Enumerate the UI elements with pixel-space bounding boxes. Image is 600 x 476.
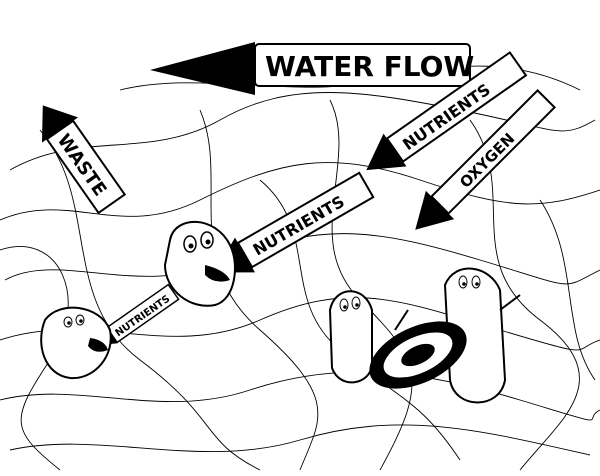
oxygen-label: OXYGEN (456, 130, 518, 192)
nutrients-top-label: NUTRIENTS (399, 80, 494, 154)
water-flow-label: WATER FLOW (265, 50, 474, 83)
bacterium-diner-1 (328, 290, 373, 384)
oxygen-arrow: OXYGEN (415, 89, 556, 230)
waste-arrow: WASTE (41, 105, 127, 215)
bacterium-diner-2 (443, 267, 507, 404)
fork-icon (394, 294, 521, 331)
food-plate (369, 321, 467, 389)
water-flow-arrow: WATER FLOW (150, 42, 474, 95)
nutrients-middle-label: NUTRIENTS (250, 192, 348, 260)
bacterium-center (163, 220, 236, 307)
bacterium-left (40, 306, 112, 380)
